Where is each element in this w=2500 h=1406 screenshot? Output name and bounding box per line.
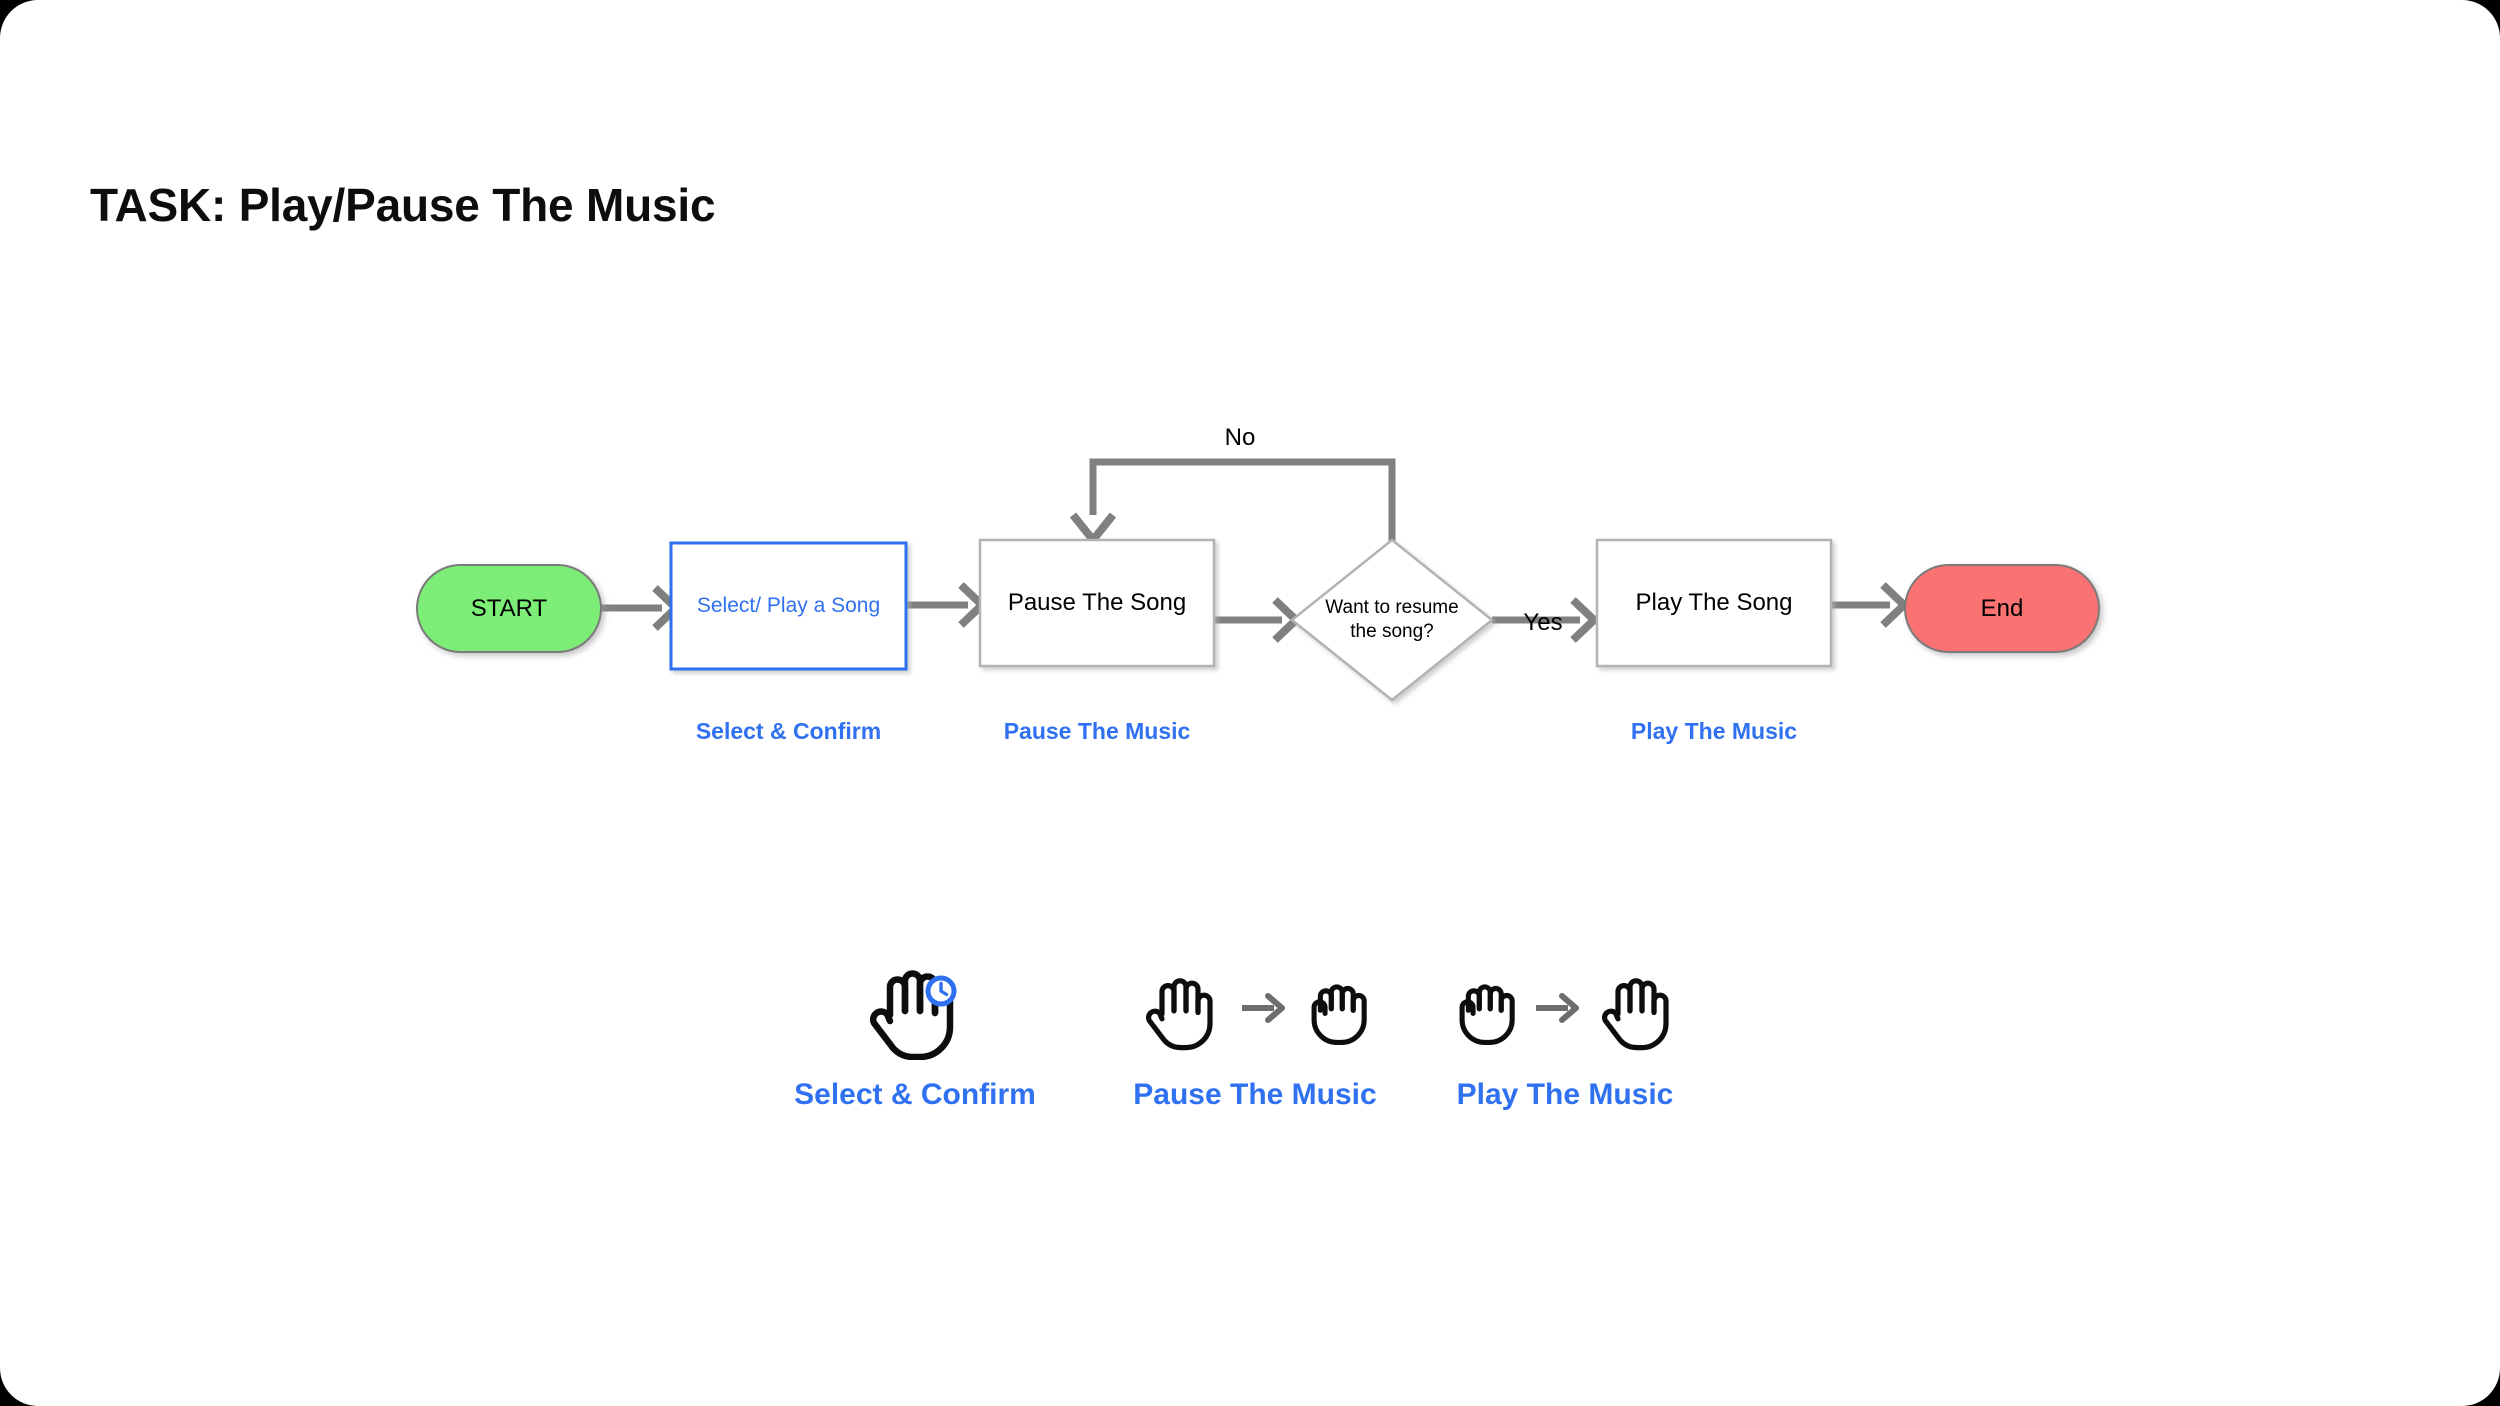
edge-decision-to-pause-no [1069, 458, 1396, 547]
node-pause-label: Pause The Song [1007, 589, 1187, 616]
gesture-play-the-music: Play The Music [1440, 955, 1690, 1112]
gesture-label-play: Play The Music [1456, 1078, 1674, 1111]
fist-hand-icon [1459, 983, 1515, 1045]
node-start-label: START [470, 594, 548, 622]
open-hand-icon [1602, 977, 1669, 1050]
gesture-label-select: Select & Confirm [794, 1078, 1036, 1111]
open-hand-icon [1146, 977, 1213, 1050]
node-select-label: Select/ Play a Song [696, 593, 881, 617]
node-play-label: Play The Song [1635, 589, 1793, 616]
gesture-pause-the-music: Pause The Music [1130, 955, 1380, 1112]
edge-play-to-end [1828, 582, 1910, 628]
open-hand-icon [870, 970, 954, 1060]
gesture-icons-select [860, 955, 970, 1060]
caption-select-and-confirm: Select & Confirm [695, 718, 882, 744]
edge-select-to-pause [906, 582, 988, 628]
caption-pause-the-music: Pause The Music [1003, 718, 1191, 744]
gesture-legend: Select & Confirm [0, 955, 2500, 1175]
caption-play-the-music: Play The Music [1630, 718, 1798, 744]
edge-pause-to-decision [1214, 597, 1302, 643]
edge-label-no: No [1224, 424, 1256, 451]
gesture-icons-play [1448, 955, 1682, 1060]
gesture-icons-pause [1138, 955, 1372, 1060]
arrow-right-icon [1242, 992, 1285, 1023]
node-decision-label: Want to resume the song? [1325, 597, 1459, 642]
fist-hand-icon [1311, 983, 1367, 1045]
page-title: TASK: Play/Pause The Music [90, 179, 716, 231]
clock-badge-icon [925, 975, 957, 1006]
gesture-label-pause: Pause The Music [1133, 1078, 1377, 1111]
node-end-label: End [1980, 594, 2024, 622]
edge-start-to-select [600, 585, 682, 631]
edge-label-yes: Yes [1523, 609, 1563, 636]
gesture-select-and-confirm: Select & Confirm [790, 955, 1040, 1112]
arrow-right-icon [1536, 992, 1579, 1023]
